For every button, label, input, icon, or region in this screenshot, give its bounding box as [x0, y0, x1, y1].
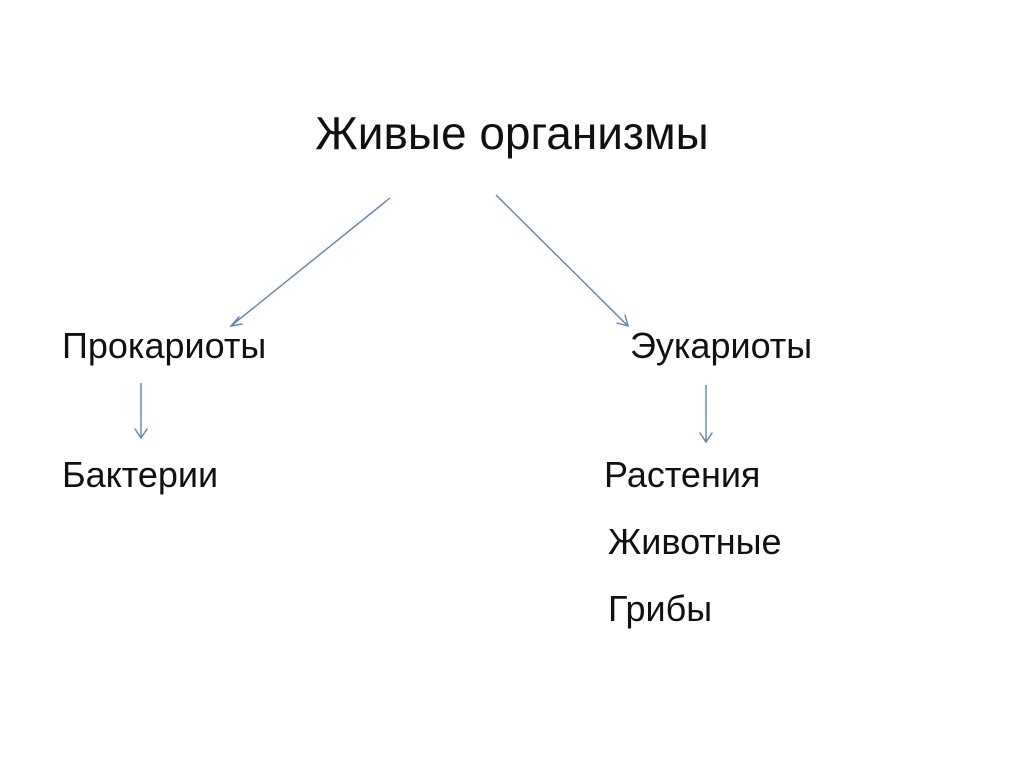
arrow-prokaryotes-to-bacteria — [134, 383, 148, 440]
arrow-eukaryotes-to-children — [699, 385, 713, 444]
diagram-title: Живые организмы — [315, 107, 709, 159]
arrow-title-to-eukaryotes — [495, 194, 629, 327]
node-animals: Животные — [608, 521, 782, 562]
node-prokaryotes: Прокариоты — [62, 325, 267, 366]
node-bacteria: Бактерии — [62, 454, 219, 495]
node-fungi: Грибы — [608, 588, 713, 629]
arrow-title-to-prokaryotes — [229, 197, 391, 328]
node-plants: Растения — [604, 454, 761, 495]
node-eukaryotes: Эукариоты — [630, 325, 813, 366]
